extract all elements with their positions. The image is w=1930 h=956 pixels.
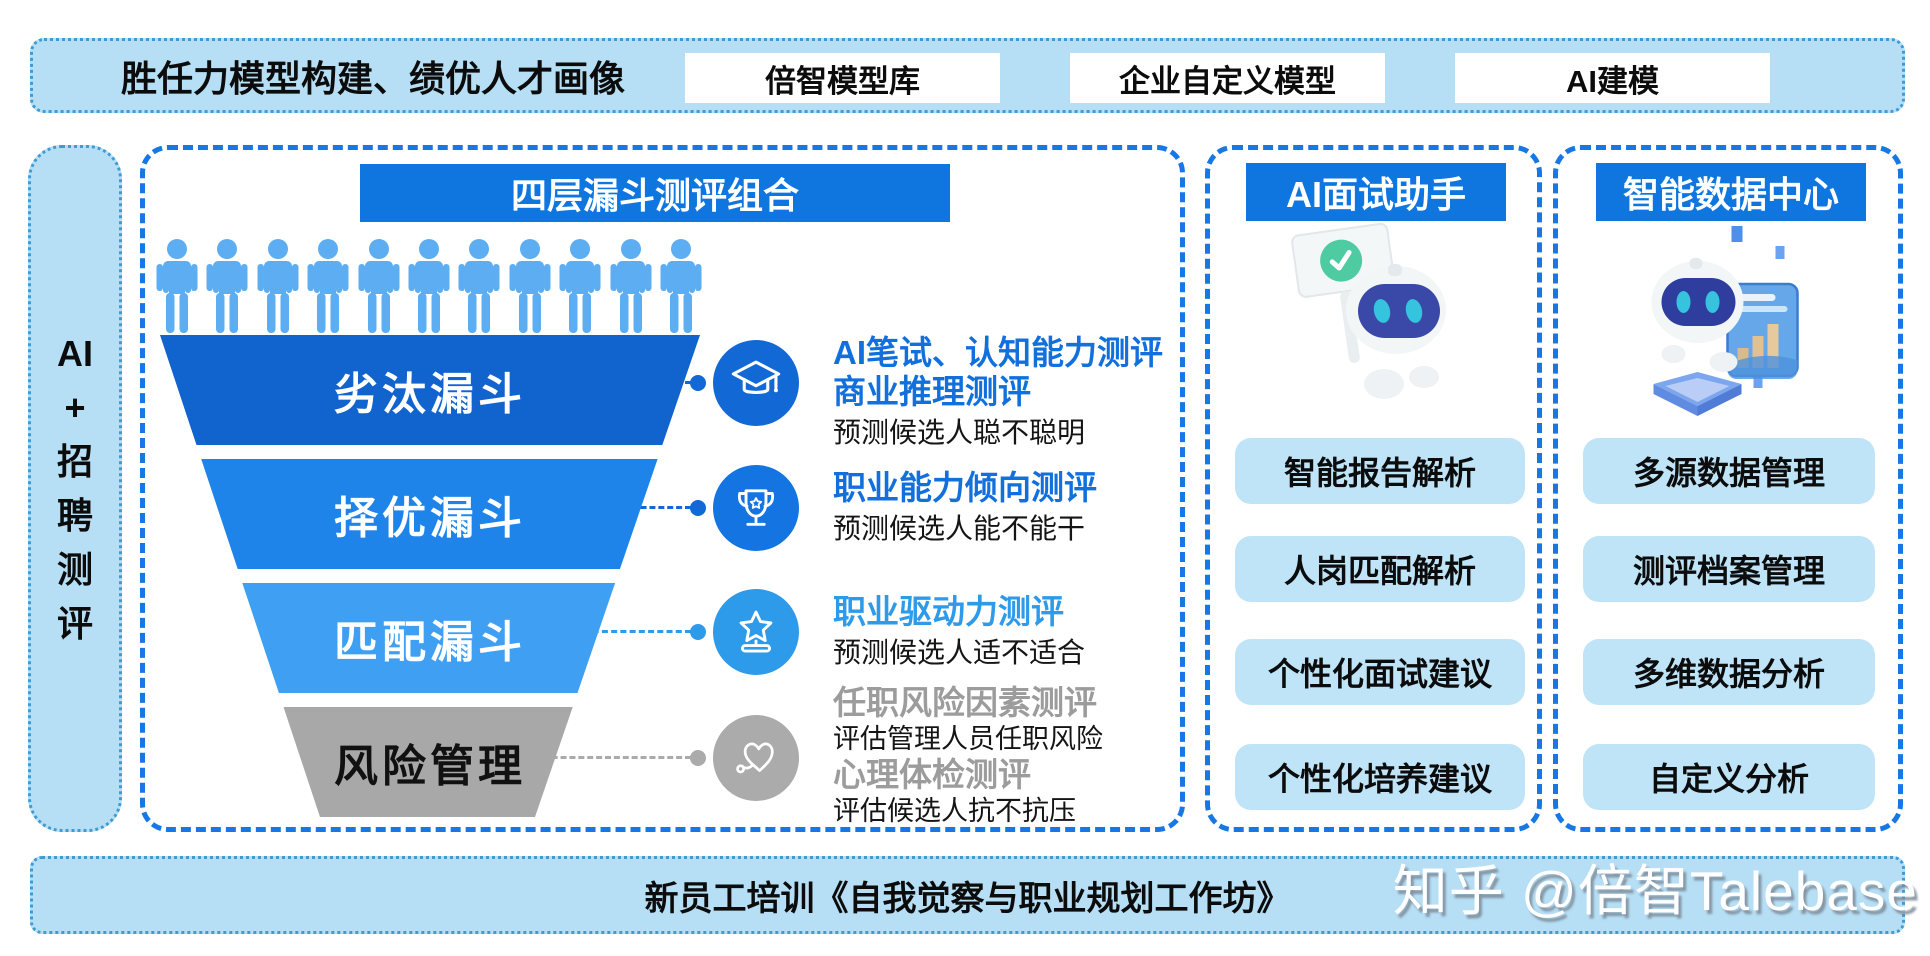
- connector-dot-4: [690, 750, 706, 766]
- person-icon: [457, 237, 501, 335]
- data-center-robot-illustration: [1636, 224, 1821, 439]
- interview-robot-illustration: [1284, 212, 1464, 417]
- star-podium-icon: [713, 589, 799, 675]
- interview-item-suggest: 个性化面试建议: [1235, 639, 1525, 705]
- person-icon: [659, 237, 703, 335]
- data-item-multisource: 多源数据管理: [1583, 438, 1875, 504]
- top-box-model-library: 倍智模型库: [685, 53, 1000, 103]
- annotation-drive: 职业驱动力测评 预测候选人适不适合: [833, 592, 1193, 672]
- top-box-custom-model: 企业自定义模型: [1070, 53, 1385, 103]
- annotation-title: 任职风险因素测评: [833, 684, 1097, 721]
- top-bar: 胜任力模型构建、绩优人才画像 倍智模型库 企业自定义模型 AI建模: [30, 38, 1905, 113]
- funnel-layer-eliminate: 劣汰漏斗: [160, 335, 700, 445]
- funnel: 劣汰漏斗 择优漏斗 匹配漏斗 风险管理: [160, 335, 700, 817]
- bottom-bar: 新员工培训《自我觉察与职业规划工作坊》: [30, 856, 1905, 934]
- sidebar-ai-recruit-label: AI + 招 聘 测 评: [28, 145, 122, 832]
- annotation-aptitude: 职业能力倾向测评 预测候选人能不能干: [833, 468, 1193, 548]
- funnel-layer-select: 择优漏斗: [201, 459, 658, 569]
- annotation-risk: 任职风险因素测评 评估管理人员任职风险 心理体检测评 评估候选人抗不抗压: [833, 684, 1193, 828]
- top-box-ai-modeling: AI建模: [1455, 53, 1770, 103]
- sidebar-line: 聘: [56, 494, 93, 536]
- annotation-desc: 评估候选人抗不抗压: [833, 796, 1076, 826]
- sidebar-line: AI: [57, 332, 93, 374]
- sidebar-line: 测: [56, 548, 93, 590]
- funnel-layer-match: 匹配漏斗: [242, 583, 616, 693]
- person-icon: [407, 237, 451, 335]
- annotation-title: 职业驱动力测评: [833, 593, 1064, 630]
- annotation-title: 商业推理测评: [833, 373, 1031, 410]
- interview-panel: AI面试助手 智能报告解析 人岗匹配解析 个性化面试建议 个性化培: [1205, 145, 1542, 832]
- interview-item-training: 个性化培养建议: [1235, 744, 1525, 810]
- connector-line-2: [605, 506, 691, 509]
- data-item-custom: 自定义分析: [1583, 744, 1875, 810]
- sidebar-line: +: [64, 386, 86, 428]
- person-icon: [306, 237, 350, 335]
- people-row: [155, 235, 703, 335]
- annotation-title: 心理体检测评: [833, 756, 1031, 793]
- interview-panel-header: AI面试助手: [1246, 163, 1506, 221]
- connector-line-3: [565, 630, 691, 633]
- data-item-multidim: 多维数据分析: [1583, 639, 1875, 705]
- bottom-bar-text: 新员工培训《自我觉察与职业规划工作坊》: [644, 879, 1291, 918]
- data-item-archive: 测评档案管理: [1583, 536, 1875, 602]
- connector-dot-2: [690, 500, 706, 516]
- annotation-desc: 预测候选人适不适合: [833, 637, 1086, 668]
- connector-dot-3: [690, 624, 706, 640]
- person-icon: [508, 237, 552, 335]
- annotation-title: 职业能力倾向测评: [833, 469, 1097, 506]
- heart-stethoscope-icon: [713, 715, 799, 801]
- annotation-desc: 评估管理人员任职风险: [833, 724, 1103, 754]
- trophy-icon: [713, 465, 799, 551]
- person-icon: [155, 237, 199, 335]
- sidebar-line: 招: [56, 440, 93, 482]
- interview-item-match: 人岗匹配解析: [1235, 536, 1525, 602]
- funnel-panel-header: 四层漏斗测评组合: [360, 164, 950, 222]
- person-icon: [558, 237, 602, 335]
- sidebar-line: 评: [56, 602, 93, 644]
- data-center-panel: 智能数据中心: [1553, 145, 1903, 832]
- annotation-desc: 预测候选人能不能干: [833, 513, 1086, 544]
- connector-line-4: [525, 756, 691, 759]
- graduation-cap-icon: [713, 340, 799, 426]
- annotation-cognitive: AI笔试、认知能力测评 商业推理测评 预测候选人聪不聪明: [833, 333, 1193, 452]
- funnel-panel: 四层漏斗测评组合 劣汰漏斗 择优漏斗 匹配漏斗 风险管理: [140, 145, 1185, 832]
- person-icon: [205, 237, 249, 335]
- annotation-desc: 预测候选人聪不聪明: [833, 417, 1086, 448]
- interview-item-report: 智能报告解析: [1235, 438, 1525, 504]
- annotation-title: AI笔试、认知能力测评: [833, 334, 1163, 371]
- data-center-panel-header: 智能数据中心: [1596, 163, 1866, 221]
- person-icon: [256, 237, 300, 335]
- connector-dot-1: [690, 375, 706, 391]
- person-icon: [357, 237, 401, 335]
- person-icon: [609, 237, 653, 335]
- watermark: 知乎 @倍智Talebase: [1392, 860, 1918, 922]
- top-bar-title: 胜任力模型构建、绩优人才画像: [120, 57, 625, 99]
- funnel-layer-risk: 风险管理: [283, 707, 573, 817]
